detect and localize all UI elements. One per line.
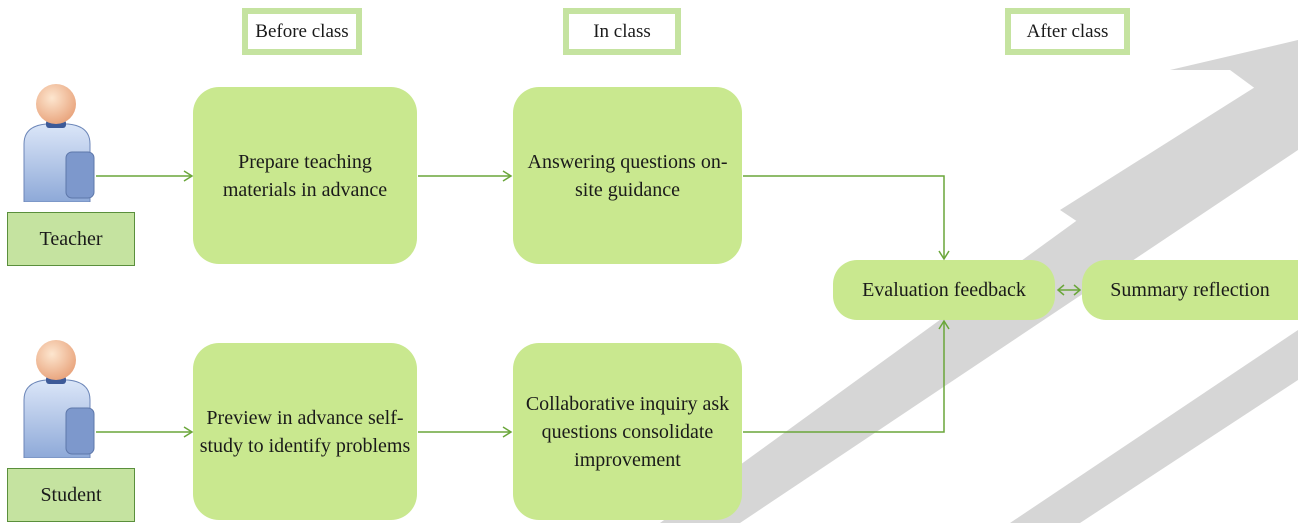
teacher-person-icon	[23, 84, 95, 202]
student-label: Student	[7, 468, 135, 522]
phase-after-class-label: After class	[1026, 20, 1109, 42]
step-summary-reflection-text: Summary reflection	[1110, 278, 1270, 301]
step-evaluation-feedback-text: Evaluation feedback	[862, 278, 1026, 301]
arrowhead-prepare-to-answering	[502, 170, 513, 182]
arrowhead-collaborative-to-evaluation	[938, 319, 950, 330]
arrowhead-answering-to-evaluation	[938, 250, 950, 261]
step-evaluation-feedback: Evaluation feedback	[833, 260, 1055, 320]
phase-before-class: Before class	[242, 8, 362, 55]
step-prepare-materials-text: Prepare teaching materials in advance	[222, 150, 388, 201]
step-summary-reflection: Summary reflection	[1082, 260, 1298, 320]
step-prepare-materials: Prepare teaching materials in advance	[193, 87, 417, 264]
arrowhead-teacher-to-prepare	[183, 170, 194, 182]
step-collaborative-inquiry: Collaborative inquiry ask questions cons…	[513, 343, 742, 520]
arrowhead-right	[1073, 284, 1082, 296]
student-label-text: Student	[40, 483, 102, 506]
step-answering-questions: Answering questions on-site guidance	[513, 87, 742, 264]
step-collaborative-inquiry-text: Collaborative inquiry ask questions cons…	[525, 392, 730, 471]
arrowhead-left	[1056, 284, 1065, 296]
phase-before-class-label: Before class	[255, 20, 349, 42]
phase-in-class: In class	[563, 8, 681, 55]
step-answering-questions-text: Answering questions on-site guidance	[527, 150, 728, 201]
arrowhead-preview-to-collaborative	[502, 426, 513, 438]
step-preview-self-study-text: Preview in advance self-study to identif…	[199, 406, 411, 457]
teacher-label-text: Teacher	[39, 227, 103, 250]
teacher-label: Teacher	[7, 212, 135, 266]
phase-after-class: After class	[1005, 8, 1130, 55]
step-preview-self-study: Preview in advance self-study to identif…	[193, 343, 417, 520]
arrow-collaborative-to-evaluation	[743, 321, 945, 433]
student-person-icon	[23, 340, 95, 458]
phase-in-class-label: In class	[593, 20, 651, 42]
arrowhead-student-to-preview	[183, 426, 194, 438]
arrow-answering-to-evaluation	[743, 175, 945, 259]
